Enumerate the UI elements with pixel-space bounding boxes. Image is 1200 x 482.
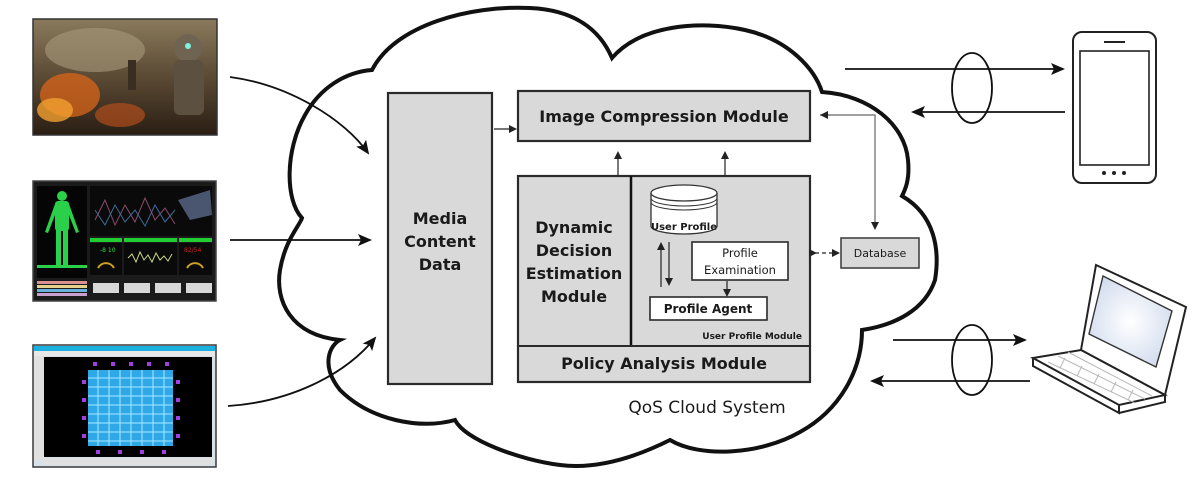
dynamic-decision-estimation-module[interactable]: Dynamic Decision Estimation Module [526, 218, 623, 306]
database-label: Database [854, 247, 907, 260]
dynamic-label-3: Estimation [526, 264, 623, 283]
medical-monitor-image: -8 10 82/54 [32, 180, 217, 302]
qos-cloud-system-label: QoS Cloud System [628, 398, 785, 418]
media-content-label-3: Data [419, 255, 462, 274]
profile-examination-label-2: Examination [704, 263, 776, 277]
svg-text:-8 10: -8 10 [100, 247, 116, 254]
media-content-label-2: Content [404, 232, 476, 251]
media-content-label-1: Media [413, 209, 468, 228]
profile-examination-box[interactable]: Profile Examination [691, 241, 789, 281]
policy-analysis-label: Policy Analysis Module [561, 354, 767, 373]
arrow-compression-database [820, 114, 879, 230]
image-compression-module[interactable]: Image Compression Module [516, 89, 812, 143]
battlefield-image [32, 18, 218, 136]
laptop-icon[interactable] [1029, 263, 1188, 415]
laptop-link [870, 324, 1030, 396]
arrow-circuit-to-media [227, 336, 377, 407]
dynamic-label-4: Module [541, 287, 607, 306]
user-profile-module-label: User Profile Module [702, 332, 802, 342]
policy-analysis-module[interactable]: Policy Analysis Module [561, 354, 767, 373]
dynamic-label-2: Decision [536, 241, 613, 260]
media-content-data-box[interactable]: Media Content Data [386, 91, 494, 386]
svg-text:82/54: 82/54 [184, 247, 201, 254]
smartphone-link [845, 52, 1065, 124]
arrow-battlefield-to-media [229, 76, 370, 155]
profile-agent-label: Profile Agent [664, 302, 753, 316]
image-compression-label: Image Compression Module [539, 107, 789, 126]
user-profile-db-label: User Profile [651, 222, 717, 233]
user-profile-database-icon[interactable]: User Profile [650, 184, 718, 235]
dynamic-label-1: Dynamic [535, 218, 613, 237]
profile-agent-box[interactable]: Profile Agent [649, 296, 768, 321]
cloud-outline [277, 5, 939, 468]
profile-examination-label-1: Profile [722, 246, 758, 260]
circuit-layout-image [32, 344, 217, 468]
smartphone-icon[interactable] [1072, 31, 1157, 184]
database-box[interactable]: Database [840, 237, 920, 269]
